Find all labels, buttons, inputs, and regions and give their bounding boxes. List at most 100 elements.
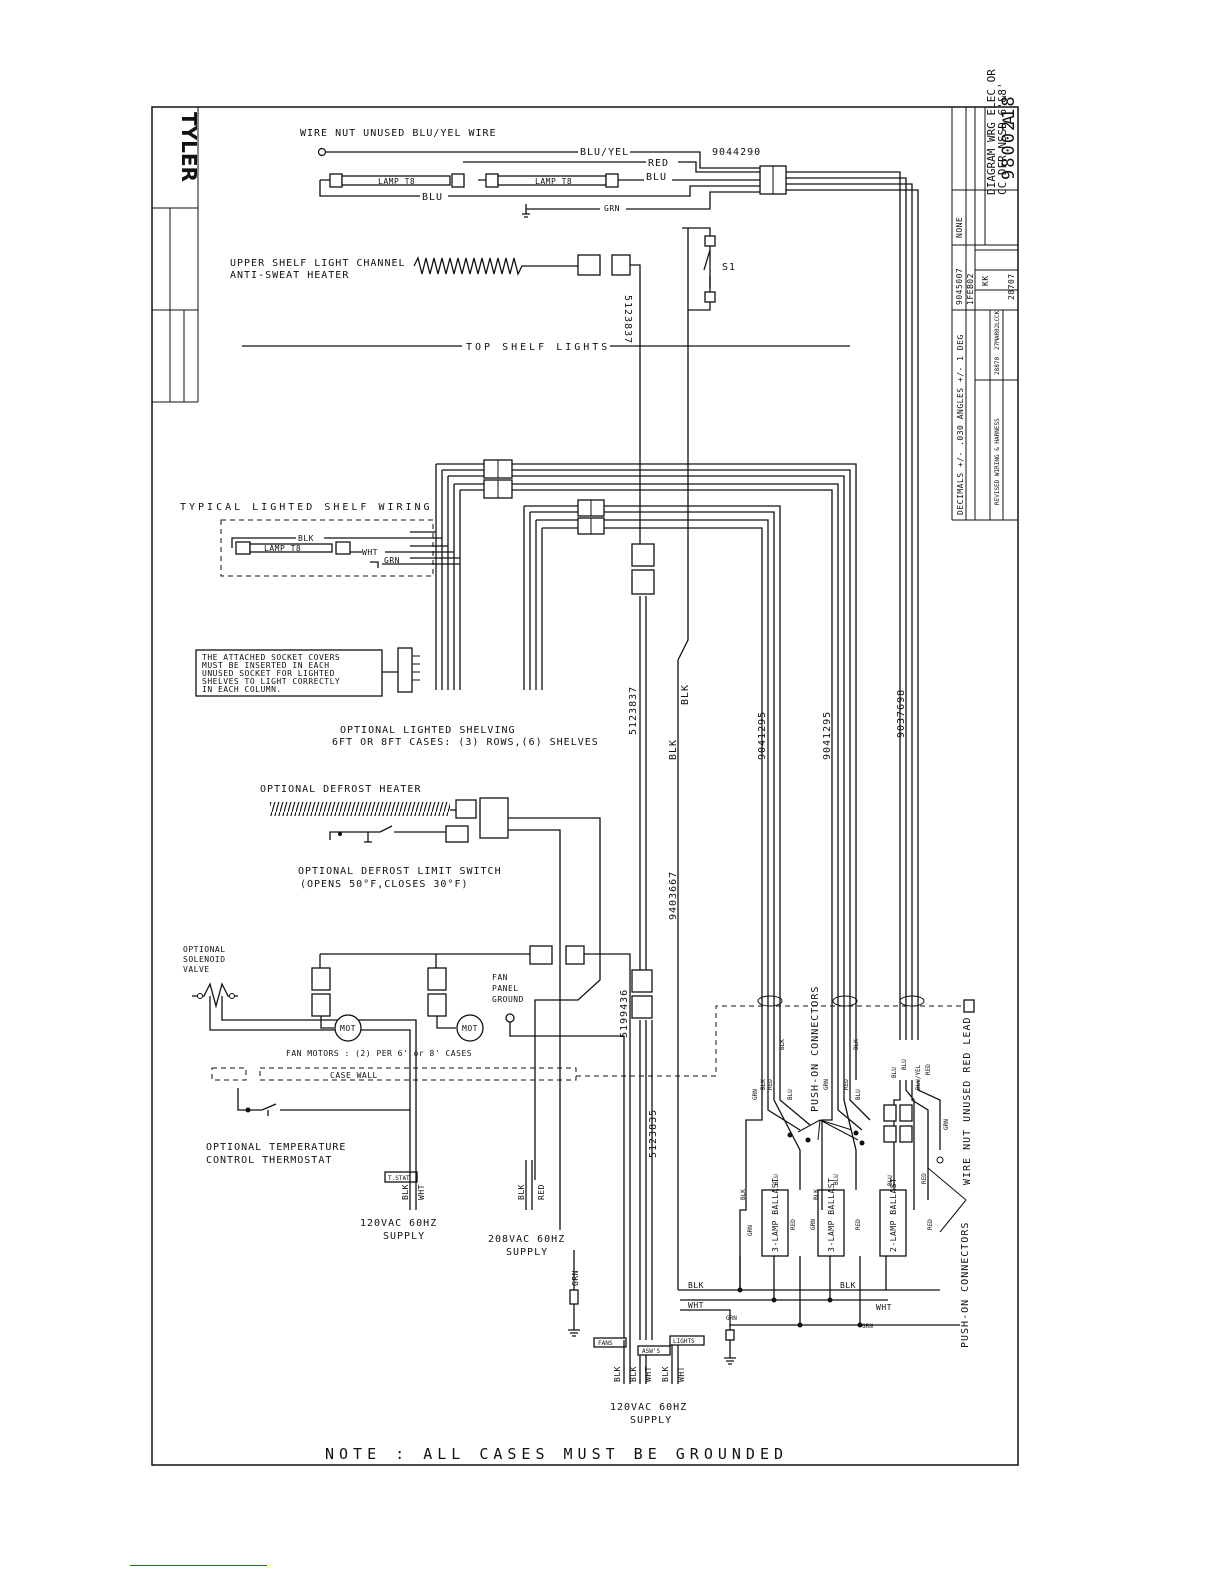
- supply-208-grn: GRN: [571, 1270, 580, 1286]
- ballast-3-lamp-1: [761, 1189, 789, 1257]
- supply-main-label: 120VAC 60HZ: [610, 1402, 687, 1413]
- revision-by: LC: [994, 317, 1001, 325]
- socket-note-line-3: UNUSED SOCKET FOR LIGHTED: [202, 669, 335, 678]
- fans-tag: [593, 1337, 627, 1348]
- top-shelf-lights-label: TOP SHELF LIGHTS: [466, 342, 610, 353]
- harness-5123835: 5123835: [648, 1109, 659, 1158]
- fan-plug-2b: [427, 993, 447, 1017]
- main-blk-1: BLK: [613, 1366, 622, 1382]
- tolerance-note: DECIMALS +/- .030 ANGLES +/- 1 DEG: [956, 334, 965, 515]
- fans-tag-label: FANS: [598, 1340, 613, 1347]
- fan-plug-1b: [311, 993, 331, 1017]
- heater-connector-female: [611, 254, 631, 276]
- lbl-blu-f: BLU: [773, 1174, 780, 1185]
- fan-plug-1: [311, 967, 331, 991]
- shelf-wire-grn: GRN: [384, 556, 400, 565]
- ballast-1-label: 3-LAMP BALLAST: [771, 1178, 780, 1252]
- revision-date: 27MAR02: [994, 324, 1001, 350]
- scale-value: NONE: [955, 217, 964, 238]
- revision-letter: A: [999, 115, 1018, 125]
- harness-connector-d: [631, 995, 653, 1019]
- grounding-note: NOTE : ALL CASES MUST BE GROUNDED: [325, 1445, 788, 1463]
- revision-release: 28870: [994, 357, 1001, 375]
- wire-blu-yel: BLU/YEL: [580, 147, 629, 158]
- supply-208-red: RED: [537, 1184, 546, 1200]
- lbl-blu-d: BLU: [901, 1059, 908, 1070]
- harness-connector-a: [631, 543, 655, 567]
- lamp-t8-1-label: LAMP T8: [378, 177, 415, 186]
- wire-nut-label: WIRE NUT UNUSED BLU/YEL WIRE: [300, 128, 497, 139]
- title-block: DIAGRAM WRG ELEC OR CC DFR NSSD 6'&8' 98…: [951, 69, 1019, 521]
- shelf-lamp-socket: [335, 541, 351, 555]
- case-wall-end: [963, 999, 975, 1013]
- supply-208-section: BLK RED 208VAC 60HZ SUPPLY GRN: [488, 1160, 580, 1337]
- wire-blk-label-a: BLK: [680, 684, 691, 705]
- socket-cover: [397, 647, 413, 693]
- harness-9403667: 9403667: [668, 871, 679, 920]
- socket-note-line-2: MUST BE INSERTED IN EACH: [202, 661, 330, 670]
- footer-link-underline[interactable]: [130, 1565, 267, 1566]
- optional-shelving-line-2: 6FT OR 8FT CASES: (3) ROWS,(6) SHELVES: [332, 737, 599, 748]
- lights-tag-label: LIGHTS: [673, 1338, 695, 1345]
- tyler-logo: TYLER: [177, 112, 201, 182]
- sheet-border: [151, 106, 1019, 1466]
- defrost-heater: [270, 802, 450, 816]
- lbl-grn-b: GRN: [823, 1079, 830, 1090]
- shelf-wire-blk: BLK: [298, 534, 314, 543]
- supply-120-label: 120VAC 60HZ: [360, 1218, 437, 1229]
- supply-208-supply: SUPPLY: [506, 1247, 548, 1258]
- harness-9044290: 9044290: [712, 147, 761, 158]
- lbl-grn-e: GRN: [810, 1219, 817, 1230]
- part-ref: 9045007: [955, 268, 964, 305]
- supply-208-label: 208VAC 60HZ: [488, 1234, 565, 1245]
- switch-terminal: [704, 291, 716, 303]
- heater-connector-male: [577, 254, 601, 276]
- fan-ground-label-2: PANEL: [492, 984, 519, 993]
- fan-plug-2: [427, 967, 447, 991]
- harness-9037698: 9037698: [896, 689, 907, 738]
- fan-motor-2-label: MOT: [462, 1024, 478, 1033]
- thermostat-wht: WHT: [417, 1184, 426, 1200]
- shelf-detail-frame: [220, 519, 434, 577]
- wire-blk-label-b: BLK: [668, 739, 679, 760]
- lbl-red-e: RED: [790, 1219, 797, 1230]
- case-wall: [259, 1067, 577, 1081]
- wire-nut-symbol: [317, 147, 327, 157]
- lamp-socket: [485, 173, 499, 188]
- defrost-heater-label: OPTIONAL DEFROST HEATER: [260, 784, 421, 795]
- switch-s1: [703, 249, 711, 288]
- case-wall-left: [211, 1067, 247, 1081]
- quick-connector: [883, 1125, 897, 1143]
- fan-connector-male: [529, 945, 553, 965]
- lbl-blu-b: BLU: [855, 1089, 862, 1100]
- fan-motor-1: [334, 1014, 362, 1042]
- lbl-grn-d: GRN: [747, 1225, 754, 1236]
- defrost-connector-male: [455, 799, 477, 819]
- case-wall-label: CASE WALL: [330, 1071, 378, 1080]
- lbl-blu-a: BLU: [787, 1089, 794, 1100]
- shelf-lamp-label: LAMP T8: [264, 544, 301, 553]
- fan-panel-ground-symbol: [505, 1013, 515, 1023]
- supply-120-supply: SUPPLY: [383, 1231, 425, 1242]
- asws-tag: [637, 1345, 671, 1356]
- bus-blk-2: BLK: [840, 1281, 856, 1290]
- harness-loom: [757, 995, 783, 1007]
- top-shelf-lights: WIRE NUT UNUSED BLU/YEL WIRE BLU/YEL RED…: [230, 128, 850, 353]
- harness-5123837-a: 5123837: [622, 295, 633, 344]
- thermostat-label-1: OPTIONAL TEMPERATURE: [206, 1142, 346, 1153]
- lbl-blk-d: BLK: [740, 1189, 747, 1200]
- quick-connector: [899, 1104, 913, 1122]
- fan-connector-female: [565, 945, 585, 965]
- harness-connector-c: [631, 969, 653, 993]
- supply-208-ground-clip: [569, 1289, 579, 1305]
- logo-block: TYLER: [152, 107, 201, 403]
- harness-9041295-b: 9041295: [822, 711, 833, 760]
- lbl-red-g: RED: [927, 1219, 934, 1230]
- lamp-socket: [451, 173, 465, 188]
- lbl-red-b: RED: [843, 1079, 850, 1090]
- lbl-blu-g: BLU: [833, 1174, 840, 1185]
- revision-ck: CK: [994, 310, 1001, 318]
- defrost-section: OPTIONAL DEFROST HEATER OPTIONAL DEFROST…: [260, 784, 601, 1230]
- wire-blu-2: BLU: [422, 192, 443, 203]
